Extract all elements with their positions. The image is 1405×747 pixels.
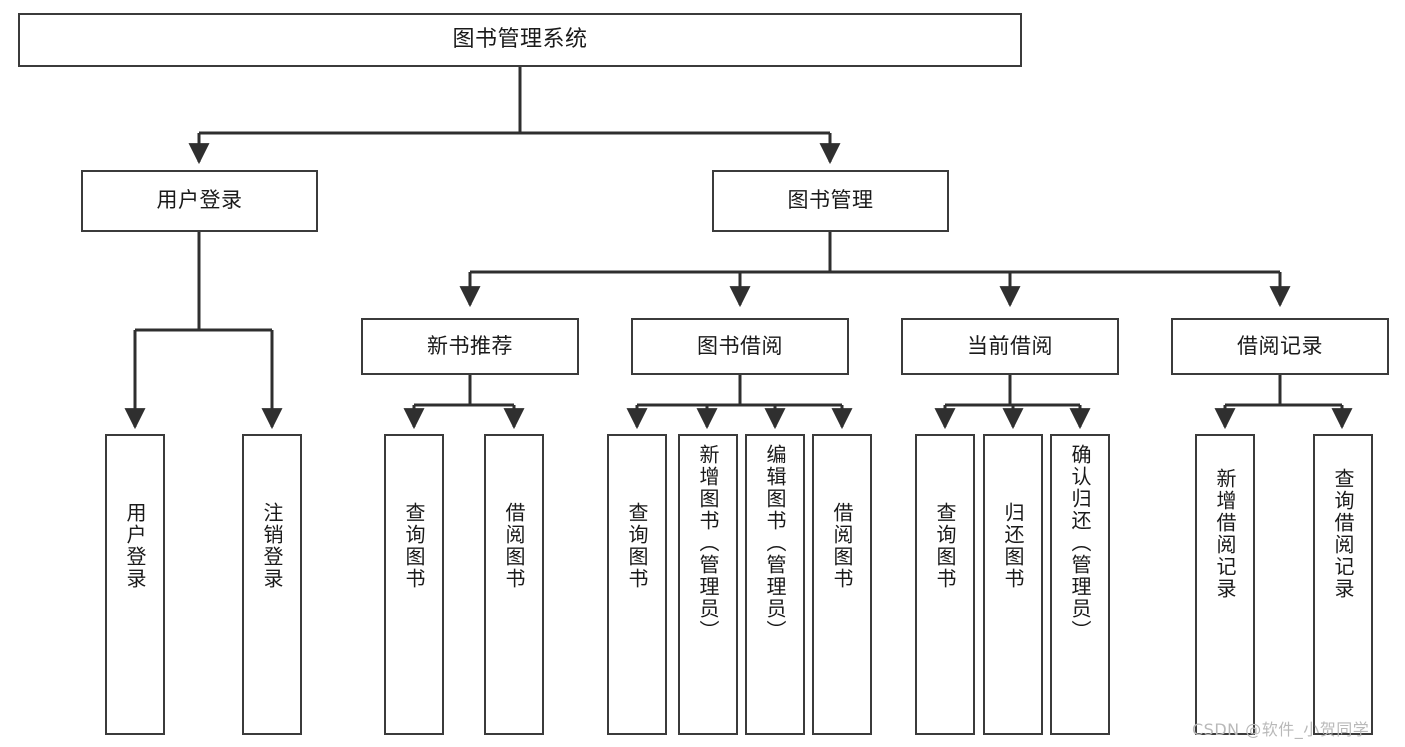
node-label: 图书管理系统 (452, 26, 588, 52)
node-return-book[interactable]: 归还图书 (983, 434, 1043, 735)
node-label: 图书借阅 (697, 333, 783, 358)
node-borrow-book-2[interactable]: 借阅图书 (812, 434, 872, 735)
node-label: 注销登录 (260, 502, 284, 590)
node-label: 用户登录 (123, 502, 147, 590)
node-label: 新增图书（管理员） (696, 444, 720, 642)
node-add-book[interactable]: 新增图书（管理员） (678, 434, 738, 735)
node-label: 图书管理 (787, 188, 874, 213)
node-label: 借阅记录 (1237, 333, 1323, 358)
node-label: 查询图书 (402, 502, 426, 590)
node-query-book-3[interactable]: 查询图书 (915, 434, 975, 735)
node-borrow-record[interactable]: 借阅记录 (1171, 318, 1389, 375)
node-book-borrow[interactable]: 图书借阅 (631, 318, 849, 375)
node-label: 查询图书 (933, 502, 957, 590)
node-borrow-book-1[interactable]: 借阅图书 (484, 434, 544, 735)
node-label: 当前借阅 (967, 333, 1053, 358)
node-add-borrow-record[interactable]: 新增借阅记录 (1195, 434, 1255, 735)
node-label: 编辑图书（管理员） (763, 444, 787, 642)
node-user-logout-leaf[interactable]: 注销登录 (242, 434, 302, 735)
node-query-book-2[interactable]: 查询图书 (607, 434, 667, 735)
node-new-book-recommend[interactable]: 新书推荐 (361, 318, 579, 375)
node-label: 查询借阅记录 (1331, 468, 1355, 600)
node-current-borrow[interactable]: 当前借阅 (901, 318, 1119, 375)
node-label: 借阅图书 (830, 502, 854, 590)
node-query-borrow-record[interactable]: 查询借阅记录 (1313, 434, 1373, 735)
node-label: 确认归还（管理员） (1068, 444, 1092, 642)
node-edit-book[interactable]: 编辑图书（管理员） (745, 434, 805, 735)
node-label: 查询图书 (625, 502, 649, 590)
node-user-login-leaf[interactable]: 用户登录 (105, 434, 165, 735)
node-label: 用户登录 (156, 188, 243, 213)
node-label: 新书推荐 (427, 333, 513, 358)
node-user-login[interactable]: 用户登录 (81, 170, 318, 232)
node-confirm-return[interactable]: 确认归还（管理员） (1050, 434, 1110, 735)
node-label: 借阅图书 (502, 502, 526, 590)
node-book-management[interactable]: 图书管理 (712, 170, 949, 232)
node-root-book-management-system[interactable]: 图书管理系统 (18, 13, 1022, 67)
node-query-book-1[interactable]: 查询图书 (384, 434, 444, 735)
node-label: 新增借阅记录 (1213, 468, 1237, 600)
node-label: 归还图书 (1001, 502, 1025, 590)
